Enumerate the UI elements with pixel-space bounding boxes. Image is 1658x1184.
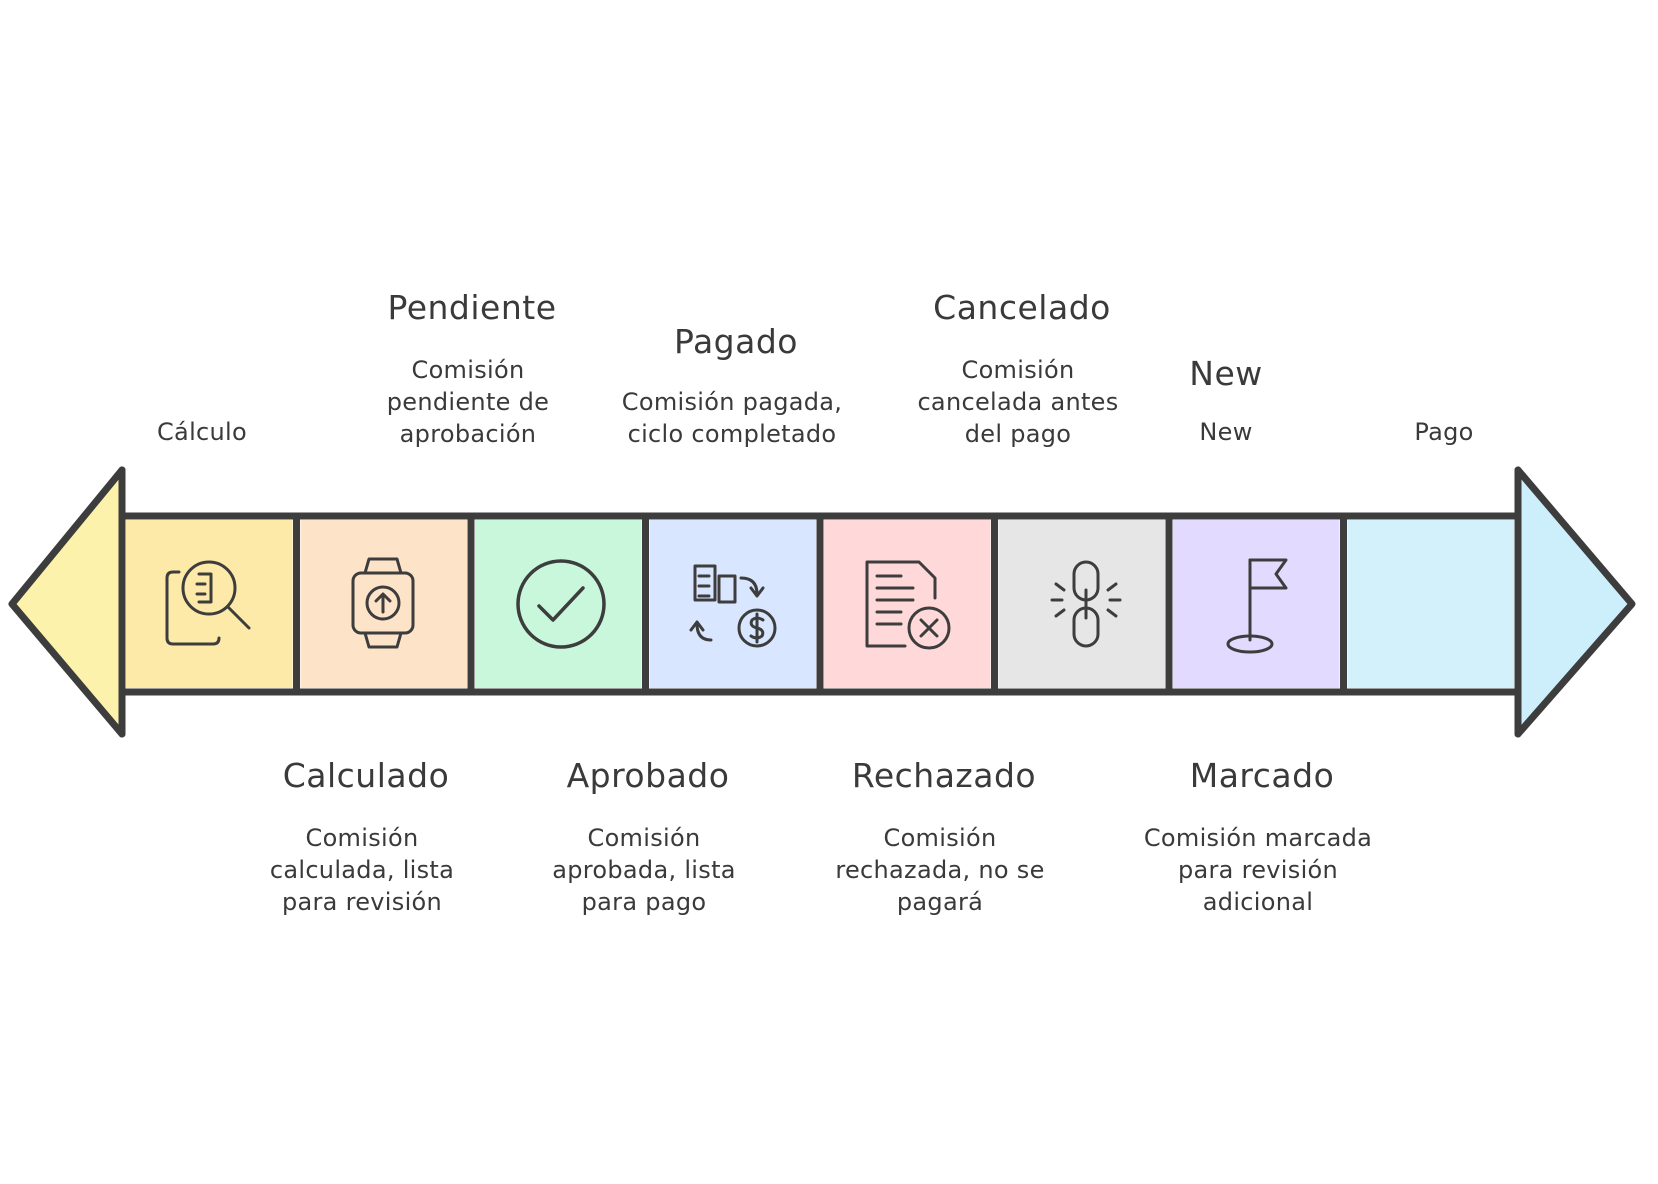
stage-desc-calculado: Comisión calculada, lista para revisión (269, 824, 455, 916)
stage-cell-fill (1173, 520, 1340, 688)
right-arrowhead (1514, 465, 1636, 738)
upload-watch-icon (351, 557, 415, 649)
stage-desc-pendiente: Comisión pendiente de aprobación (386, 356, 550, 448)
stage-cell-fill (649, 520, 816, 688)
stage-title-pagado: Pagado (674, 322, 798, 361)
stage-cell-fill (824, 520, 991, 688)
stage-desc-cancelado: Comisión cancelada antes del pago (917, 356, 1119, 448)
stage-title-aprobado: Aprobado (566, 756, 730, 795)
stage-title-cancelado: Cancelado (933, 288, 1111, 327)
check-circle-icon (516, 559, 606, 649)
document-reject-icon (865, 560, 951, 650)
stage-cell-fill (998, 520, 1165, 688)
stage-cell-fill (475, 520, 642, 688)
stage-title-pendiente: Pendiente (387, 288, 557, 327)
stage-title-rechazado: Rechazado (851, 756, 1037, 795)
stage-title-marcado: Marcado (1189, 756, 1335, 795)
broken-link-icon (1050, 560, 1122, 648)
stage-title-new: New (1189, 354, 1263, 393)
stage-cells (118, 512, 1522, 696)
stage-cell-fill (1347, 520, 1514, 688)
stage-desc-pagado: Comisión pagada, ciclo completado (621, 388, 843, 448)
flag-icon (1226, 558, 1288, 654)
stage-desc-marcado: Comisión marcada para revisión adicional (1143, 824, 1373, 916)
stage-desc-rechazado: Comisión rechazada, no se pagará (835, 824, 1045, 916)
stage-title-calculado: Calculado (282, 756, 450, 795)
payment-exchange-icon (689, 564, 777, 648)
right-end-label: Pago (1414, 418, 1474, 446)
left-arrowhead (8, 465, 126, 738)
stage-desc-new: New (1199, 418, 1253, 446)
left-end-label: Cálculo (157, 418, 247, 446)
stage-cell-border (1340, 512, 1522, 696)
stage-desc-aprobado: Comisión aprobada, lista para pago (552, 824, 736, 916)
stage-cell-fill (126, 520, 293, 688)
document-search-icon (165, 560, 251, 646)
